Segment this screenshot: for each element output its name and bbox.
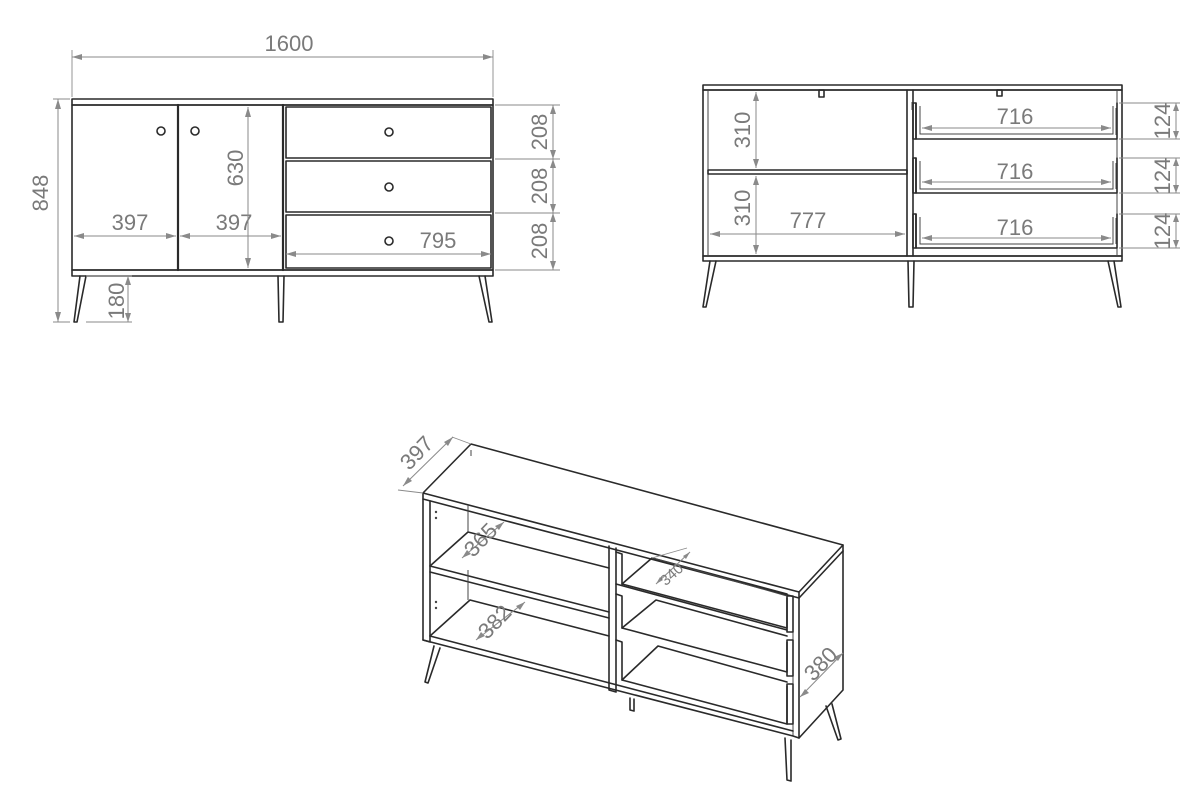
front-drawer-2 [285,160,492,213]
dim-drawer-1-width: 716 [997,104,1034,129]
dim-cabinet-inner-width: 777 [790,208,827,233]
front-leg-right [478,275,493,323]
interior-shelf [707,169,908,175]
front-leg-left [73,275,87,323]
front-drawer-3 [285,214,492,269]
knob-icon [384,182,394,192]
dim-iso-side-depth: 380 [799,642,842,686]
knob-icon [384,127,394,137]
dim-lower-shelf-height: 310 [730,190,755,227]
interior-leg-middle [907,260,915,308]
dim-drawer-3-width: 716 [997,215,1034,240]
dim-total-width: 1600 [265,31,314,56]
front-view: 1600 848 180 397 397 630 795 [28,31,560,323]
interior-drawer-2 [912,157,1118,194]
knob-icon [190,126,200,136]
iso-leg-back-right [825,703,842,741]
interior-drawer-1 [912,102,1118,140]
dim-iso-drawer-depth: 340 [657,560,687,589]
interior-view: 310 310 777 716 716 716 [702,84,1180,308]
dim-drawer-1-height: 208 [527,114,552,151]
iso-leg-front-left [424,645,441,684]
dim-drawer-section-width: 795 [420,228,457,253]
iso-top-panel [422,443,844,593]
dim-leg-height: 180 [104,283,129,320]
interior-leg-right [1107,260,1122,308]
dim-left-door-width: 397 [112,210,149,235]
dim-drawer-2-height: 208 [527,168,552,205]
dim-right-door-width: 397 [216,210,253,235]
iso-drawer-3 [615,639,794,725]
dim-upper-shelf-height: 310 [730,112,755,149]
interior-leg-left [702,260,717,308]
front-drawer-1 [285,106,492,159]
dim-drawer-3-height: 208 [527,223,552,260]
dim-drawer-3-height: 124 [1150,213,1175,250]
iso-leg-front-right [784,737,792,782]
iso-leg-middle [629,697,635,712]
dim-drawer-2-width: 716 [997,159,1034,184]
interior-plinth [702,255,1123,262]
interior-drawer-3 [912,213,1118,249]
dim-door-height: 630 [223,150,248,187]
dim-drawer-1-height: 124 [1150,103,1175,140]
isometric-view: 397 365 382 340 380 [395,431,844,782]
iso-drawer-2 [615,593,794,677]
dim-iso-depth: 397 [395,431,438,475]
dim-total-height: 848 [28,175,53,212]
iso-upper-shelf [429,565,610,613]
knob-icon [384,236,394,246]
knob-icon [156,126,166,136]
iso-drawer-1 [615,551,794,633]
iso-right-side [798,550,844,739]
dim-drawer-2-height: 124 [1150,158,1175,195]
front-leg-middle [277,275,285,323]
iso-left-side [422,498,431,643]
iso-middle-divider [608,545,617,693]
